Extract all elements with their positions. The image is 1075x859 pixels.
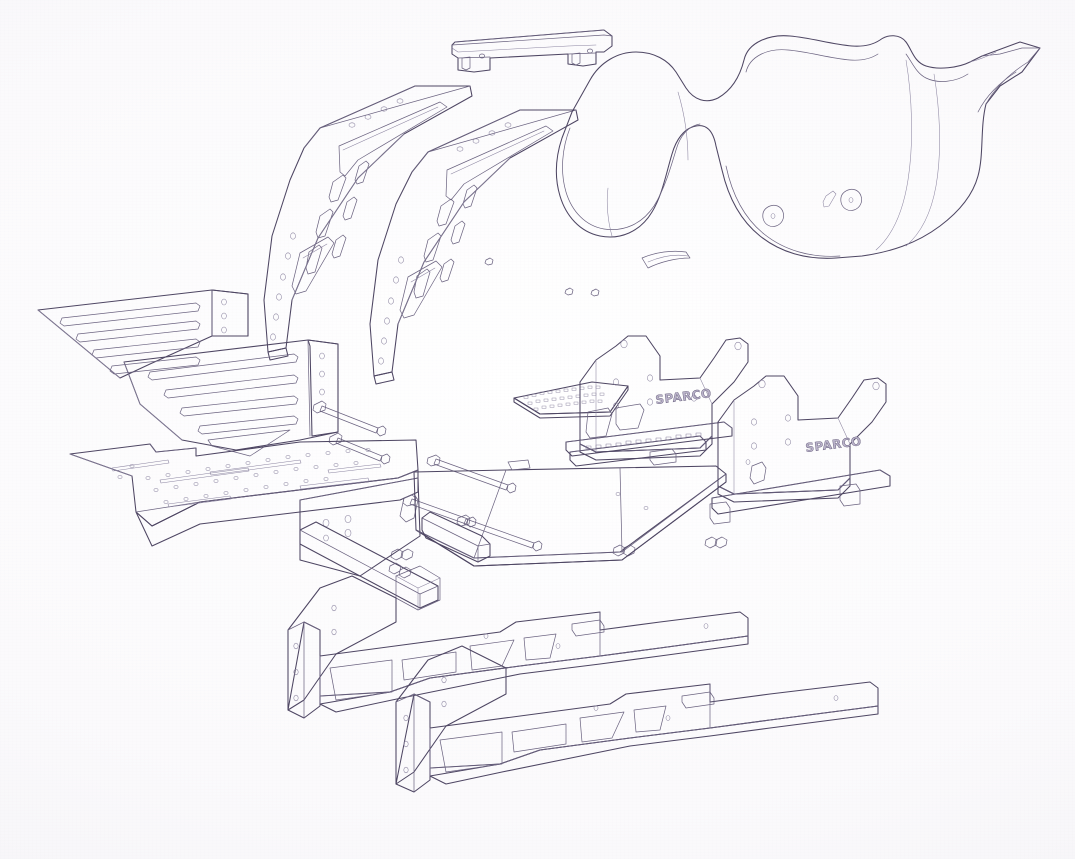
part-wheel-deck-right — [370, 110, 578, 384]
part-seat-bracket-right: SPARCO — [709, 376, 890, 525]
part-crossbar — [452, 30, 612, 72]
bracket-logo-left: SPARCO — [655, 386, 713, 407]
part-seat-bracket-left: SPARCO — [580, 336, 748, 460]
part-base-rail-right — [396, 646, 878, 792]
part-base-rail-left — [288, 576, 748, 718]
part-seat-slider-rails — [566, 422, 732, 466]
part-pedal-tray-rear — [38, 290, 248, 378]
part-base-plate — [70, 440, 420, 582]
part-floor-panel — [414, 459, 726, 566]
part-hardware-loose — [484, 257, 600, 297]
part-pedal-tray-front — [124, 340, 338, 457]
part-body-fairing — [556, 36, 1040, 269]
part-mesh-plate — [514, 382, 628, 418]
part-wheel-deck-left — [264, 86, 472, 360]
part-center-tube — [300, 512, 543, 611]
bracket-logo-right: SPARCO — [805, 434, 863, 455]
